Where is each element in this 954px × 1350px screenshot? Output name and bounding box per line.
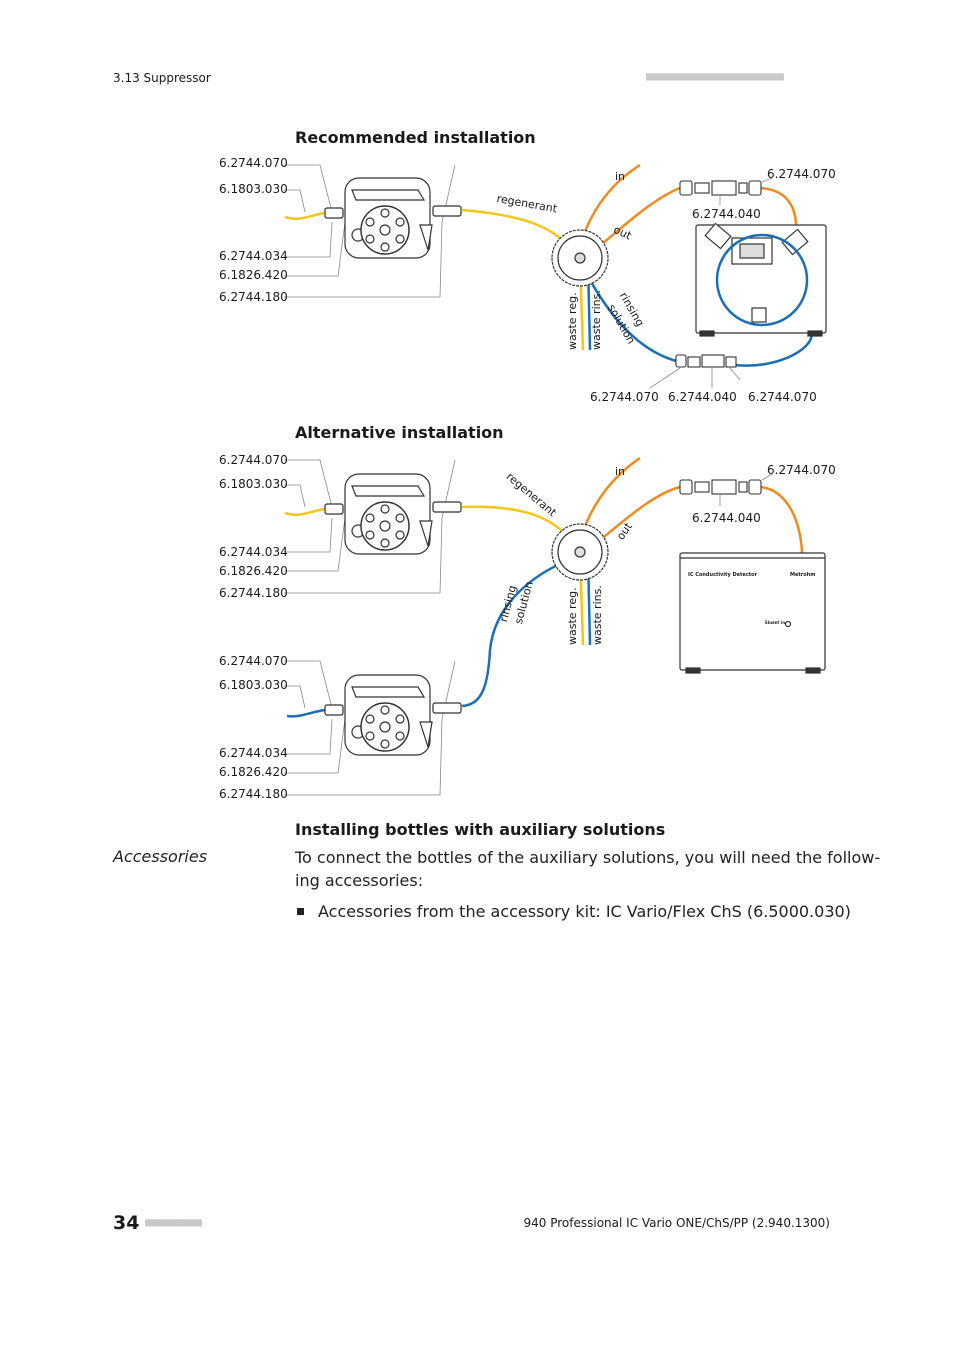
- figure2-leader-lines-a: [284, 459, 456, 594]
- figure2-left-label-a5: 6.2744.180: [219, 586, 288, 600]
- detector-brand: Metrohm: [790, 572, 816, 578]
- figure2-left-label-b5: 6.2744.180: [219, 787, 288, 801]
- figure1-suppressor: [551, 229, 609, 287]
- figure2-in-label: in: [615, 465, 626, 478]
- figure2-waste-reg-label: waste reg.: [566, 587, 579, 645]
- section-title: Installing bottles with auxiliary soluti…: [295, 820, 666, 839]
- figure2-right-top-label: 6.2744.070: [767, 463, 836, 477]
- figure2-suppressor: [551, 523, 609, 581]
- figure2-pump-a: [324, 473, 462, 555]
- figure1-title: Recommended installation: [295, 128, 536, 147]
- figure1-right-top-label: 6.2744.070: [767, 167, 836, 181]
- figure1-couplings-bottom: [675, 354, 737, 368]
- bullet-marker: [297, 908, 304, 915]
- figure1-in-label: in: [615, 170, 626, 183]
- figure2-leader-lines-b: [284, 660, 456, 796]
- figure2-detector: [679, 552, 826, 674]
- figure2-left-label-a4: 6.1826.420: [219, 564, 288, 578]
- figure2-left-label-a1: 6.2744.070: [219, 453, 288, 467]
- figure1-waste-rins-label: waste rins.: [590, 290, 603, 350]
- figure2-left-label-b1: 6.2744.070: [219, 654, 288, 668]
- figure1-detector: [695, 222, 827, 337]
- figure1-tube-yellow-in: [284, 211, 326, 221]
- figure1-left-label-5: 6.2744.180: [219, 290, 288, 304]
- figure1-loop: [715, 233, 809, 327]
- figure1-pump: [324, 177, 462, 259]
- figure2-title: Alternative installation: [295, 423, 504, 442]
- figure1-bottom-label-2: 6.2744.040: [668, 390, 737, 404]
- figure1-left-label-4: 6.1826.420: [219, 268, 288, 282]
- footer-doc-title: 940 Professional IC Vario ONE/ChS/PP (2.…: [523, 1216, 831, 1230]
- bullet-item: Accessories from the accessory kit: IC V…: [318, 902, 851, 921]
- paragraph-line-2: ing accessories:: [295, 871, 424, 890]
- detector-title: IC Conductivity Detector: [688, 572, 758, 578]
- margin-label: Accessories: [113, 847, 208, 866]
- figure2-left-label-a2: 6.1803.030: [219, 477, 288, 491]
- figure2-waste-rins-label: waste rins.: [591, 585, 604, 645]
- detector-port-label: Eluent in: [765, 620, 786, 625]
- figure2-left-label-b3: 6.2744.034: [219, 746, 288, 760]
- paragraph-line-1: To connect the bottles of the auxiliary …: [295, 848, 881, 867]
- figure1-left-label-3: 6.2744.034: [219, 249, 288, 263]
- figure2-diagram: [284, 456, 826, 796]
- figure2-left-label-a3: 6.2744.034: [219, 545, 288, 559]
- figure2-left-label-b2: 6.1803.030: [219, 678, 288, 692]
- page-number: 34: [113, 1212, 140, 1234]
- figure2-left-label-b4: 6.1826.420: [219, 765, 288, 779]
- header-dots: ■■■■■■■■■■■■■■■■■■■■■■: [646, 69, 784, 83]
- figure1-waste-reg-label: waste reg.: [566, 292, 579, 350]
- figure1-left-label-2: 6.1803.030: [219, 182, 288, 196]
- figure1-leader-lines: [284, 164, 456, 298]
- figure2-tube-rinsing: [461, 556, 576, 708]
- figure1-right-mid-label: 6.2744.040: [692, 207, 761, 221]
- running-header: 3.13 Suppressor: [113, 71, 211, 85]
- figure2-pump-b: [324, 674, 462, 756]
- figure2-couplings: [679, 479, 762, 495]
- figure1-diagram: [284, 163, 827, 389]
- figure1-couplings-top: [679, 180, 762, 196]
- figure1-bottom-label-1: 6.2744.070: [590, 390, 659, 404]
- figure1-bottom-label-3: 6.2744.070: [748, 390, 817, 404]
- figure1-left-label-1: 6.2744.070: [219, 156, 288, 170]
- figure2-right-mid-label: 6.2744.040: [692, 511, 761, 525]
- footer-dots: ■■■■■■■■■: [145, 1215, 202, 1229]
